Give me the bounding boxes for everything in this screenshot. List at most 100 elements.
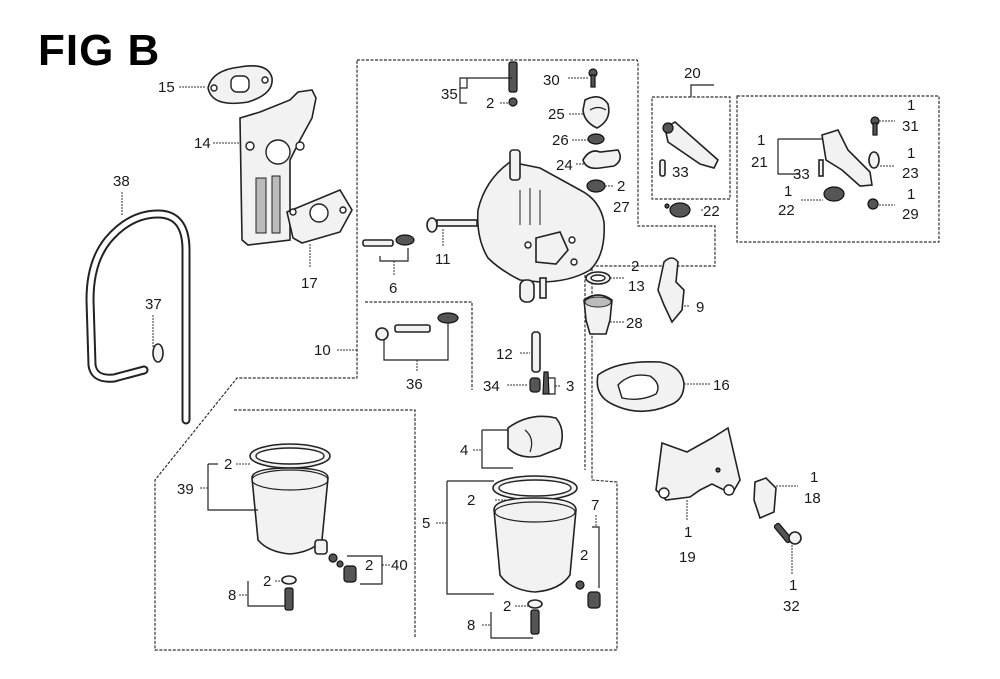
part-22-spring-left[interactable] <box>664 202 691 218</box>
label-1-23: 1 <box>907 145 915 162</box>
label-10: 10 <box>314 342 331 359</box>
part-29-washer[interactable] <box>867 198 879 210</box>
label-4: 4 <box>460 442 468 459</box>
label-14: 14 <box>194 135 211 152</box>
label-16: 16 <box>713 377 730 394</box>
part-34-holder[interactable] <box>529 377 541 393</box>
label-2-35: 2 <box>486 95 494 112</box>
part-24-fuel-cock[interactable] <box>582 149 622 170</box>
part-33-pin-right[interactable] <box>818 159 824 177</box>
label-39: 39 <box>177 481 194 498</box>
label-21: 21 <box>751 154 768 171</box>
label-23: 23 <box>902 165 919 182</box>
label-24: 24 <box>556 157 573 174</box>
label-22-right: 22 <box>778 202 795 219</box>
label-33-left: 33 <box>672 164 689 181</box>
part-16-insulator-gasket[interactable] <box>596 360 685 413</box>
label-2-39: 2 <box>224 456 232 473</box>
part-9-lever[interactable] <box>657 257 685 324</box>
label-18: 18 <box>804 490 821 507</box>
part-36-screw-set[interactable] <box>375 312 459 341</box>
label-35: 35 <box>441 86 458 103</box>
label-30: 30 <box>543 72 560 89</box>
label-1-21: 1 <box>757 132 765 149</box>
label-26: 26 <box>552 132 569 149</box>
part-labels: 15 14 38 37 17 10 35 2 30 25 26 24 2 27 … <box>113 65 919 634</box>
part-31-screw[interactable] <box>870 116 880 136</box>
label-40: 40 <box>391 557 408 574</box>
part-21-lever[interactable] <box>821 129 873 187</box>
label-2-8-left: 2 <box>263 573 271 590</box>
label-37: 37 <box>145 296 162 313</box>
part-12-main-nozzle[interactable] <box>531 331 541 373</box>
part-40-drain-screw[interactable] <box>328 553 357 583</box>
label-36: 36 <box>406 376 423 393</box>
part-25-cover[interactable] <box>582 96 610 129</box>
label-38: 38 <box>113 173 130 190</box>
label-1-18: 1 <box>810 469 818 486</box>
label-8-right: 8 <box>467 617 475 634</box>
part-6-pilot-screw[interactable] <box>362 234 415 247</box>
label-1-32: 1 <box>789 577 797 594</box>
label-8-left: 8 <box>228 587 236 604</box>
part-39-chamber[interactable] <box>249 443 331 555</box>
label-1-31: 1 <box>907 97 915 114</box>
label-15: 15 <box>158 79 175 96</box>
label-2-7: 2 <box>580 547 588 564</box>
label-17: 17 <box>301 275 318 292</box>
part-19-plate[interactable] <box>655 426 741 501</box>
carburetor-body[interactable] <box>476 149 606 303</box>
label-20: 20 <box>684 65 701 82</box>
label-1-19: 1 <box>684 524 692 541</box>
label-2-8-right: 2 <box>503 598 511 615</box>
part-14-bracket[interactable] <box>239 89 317 246</box>
part-8-bolt-right[interactable] <box>527 599 543 635</box>
part-5-float-chamber[interactable] <box>492 475 578 593</box>
label-6: 6 <box>389 280 397 297</box>
label-32: 32 <box>783 598 800 615</box>
figure-title: FIG B <box>38 26 161 75</box>
part-18-clip[interactable] <box>753 477 777 520</box>
label-25: 25 <box>548 106 565 123</box>
label-12: 12 <box>496 346 513 363</box>
label-13: 13 <box>628 278 645 295</box>
part-28-cup[interactable] <box>583 294 613 335</box>
part-11-pilot-jet[interactable] <box>426 217 478 233</box>
part-26-washer[interactable] <box>587 133 605 145</box>
chamber-subgroup-box <box>234 409 416 638</box>
label-27: 27 <box>613 199 630 216</box>
part-15-gasket[interactable] <box>207 65 273 105</box>
label-2-13: 2 <box>631 258 639 275</box>
label-22-left: 22 <box>703 203 720 220</box>
label-28: 28 <box>626 315 643 332</box>
part-35-screw[interactable] <box>508 61 518 107</box>
label-31: 31 <box>902 118 919 135</box>
label-2-5: 2 <box>467 492 475 509</box>
carburetor-assembly-box <box>154 59 716 651</box>
part-23-collar[interactable] <box>868 151 880 169</box>
part-17-gasket[interactable] <box>286 188 353 244</box>
part-3-needle[interactable] <box>542 371 550 395</box>
part-13-o-ring[interactable] <box>585 271 611 285</box>
part-38-tube[interactable] <box>85 209 191 425</box>
part-37-clip[interactable] <box>152 343 164 363</box>
part-22-spring-right[interactable] <box>823 186 845 202</box>
label-19: 19 <box>679 549 696 566</box>
leader-lines <box>121 77 895 639</box>
label-34: 34 <box>483 378 500 395</box>
part-8-bolt-left[interactable] <box>281 575 297 611</box>
label-29: 29 <box>902 206 919 223</box>
label-3: 3 <box>566 378 574 395</box>
label-33-right: 33 <box>793 166 810 183</box>
label-9: 9 <box>696 299 704 316</box>
part-32-bolt[interactable] <box>773 522 802 545</box>
part-7-drain-screw[interactable] <box>575 580 601 609</box>
part-4-float[interactable] <box>507 415 564 458</box>
label-11: 11 <box>435 251 451 268</box>
part-27-filter[interactable] <box>586 179 606 193</box>
part-20-lever-set[interactable] <box>659 121 719 177</box>
label-7: 7 <box>591 497 599 514</box>
label-1-29: 1 <box>907 186 915 203</box>
part-30-screw[interactable] <box>588 68 598 88</box>
